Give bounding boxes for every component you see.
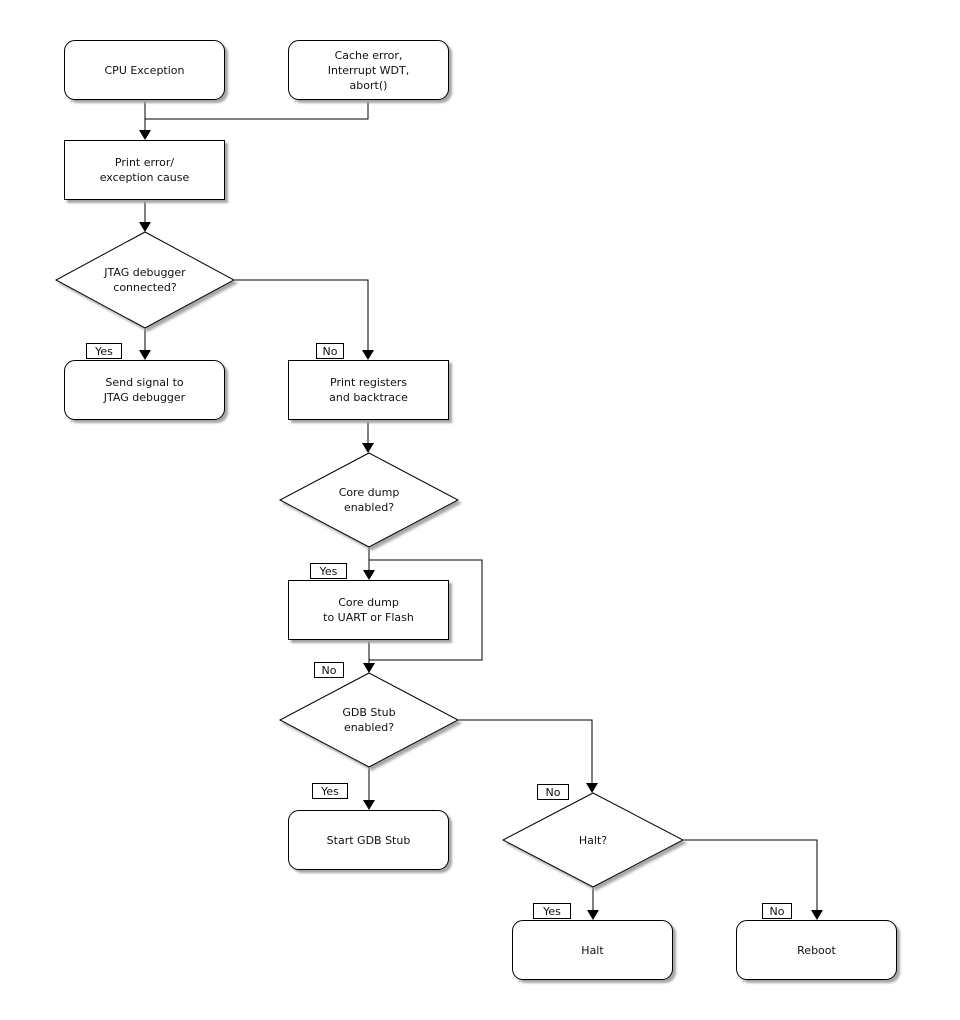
diamond-gdb-stub-enabled bbox=[278, 672, 460, 768]
node-cache-error: Cache error, Interrupt WDT, abort() bbox=[288, 40, 449, 100]
node-print-error-label: Print error/ exception cause bbox=[99, 156, 190, 184]
arrowheads bbox=[139, 130, 823, 920]
arrowhead bbox=[363, 570, 375, 580]
node-halt-label: Halt bbox=[581, 943, 604, 957]
node-halt: Halt bbox=[512, 920, 673, 980]
edge-label-jtag-yes: Yes bbox=[86, 343, 122, 359]
edge-label-gdb-no: No bbox=[537, 784, 569, 800]
diamond-jtag-connected bbox=[54, 231, 236, 329]
node-reboot-label: Reboot bbox=[797, 943, 836, 957]
diamond-core-dump-enabled bbox=[278, 452, 460, 548]
node-start-gdb: Start GDB Stub bbox=[288, 810, 449, 870]
edge-label-halt-no: No bbox=[762, 903, 792, 919]
edge-label-halt-yes: Yes bbox=[533, 903, 571, 919]
arrowhead bbox=[362, 443, 374, 453]
connector-gdbq-no bbox=[458, 719, 593, 790]
node-start-gdb-label: Start GDB Stub bbox=[326, 833, 411, 847]
arrowhead bbox=[363, 800, 375, 810]
node-print-registers: Print registers and backtrace bbox=[288, 360, 449, 420]
edge-label-coredump-yes: Yes bbox=[310, 563, 347, 579]
node-reboot: Reboot bbox=[736, 920, 897, 980]
node-core-dump-label: Core dump to UART or Flash bbox=[323, 596, 414, 624]
arrowhead bbox=[363, 663, 375, 673]
edge-label-gdb-yes: Yes bbox=[312, 783, 348, 799]
arrowhead bbox=[139, 350, 151, 360]
arrowhead bbox=[811, 910, 823, 920]
connectors bbox=[144, 100, 818, 917]
connector-jtag-no bbox=[234, 279, 369, 357]
node-core-dump: Core dump to UART or Flash bbox=[288, 580, 449, 640]
decision-shapes bbox=[54, 231, 685, 888]
connector-cache-to-printerror bbox=[145, 100, 369, 120]
node-cpu-exception: CPU Exception bbox=[64, 40, 225, 100]
arrowhead bbox=[362, 350, 374, 360]
connector-coredumpq-no-bypass bbox=[369, 559, 483, 661]
arrowhead bbox=[139, 222, 151, 232]
diamond-halt-question bbox=[501, 792, 685, 888]
connector-haltq-no bbox=[683, 839, 818, 917]
node-cache-error-label: Cache error, Interrupt WDT, abort() bbox=[327, 48, 410, 92]
edge-label-coredump-no: No bbox=[314, 662, 344, 678]
node-print-error: Print error/ exception cause bbox=[64, 140, 225, 200]
node-send-signal: Send signal to JTAG debugger bbox=[64, 360, 225, 420]
edge-label-jtag-no: No bbox=[316, 343, 344, 359]
arrowhead bbox=[587, 910, 599, 920]
node-print-registers-label: Print registers and backtrace bbox=[329, 376, 408, 404]
arrowhead bbox=[586, 783, 598, 793]
arrowhead bbox=[139, 130, 151, 140]
node-cpu-exception-label: CPU Exception bbox=[104, 63, 185, 77]
node-send-signal-label: Send signal to JTAG debugger bbox=[103, 376, 186, 404]
